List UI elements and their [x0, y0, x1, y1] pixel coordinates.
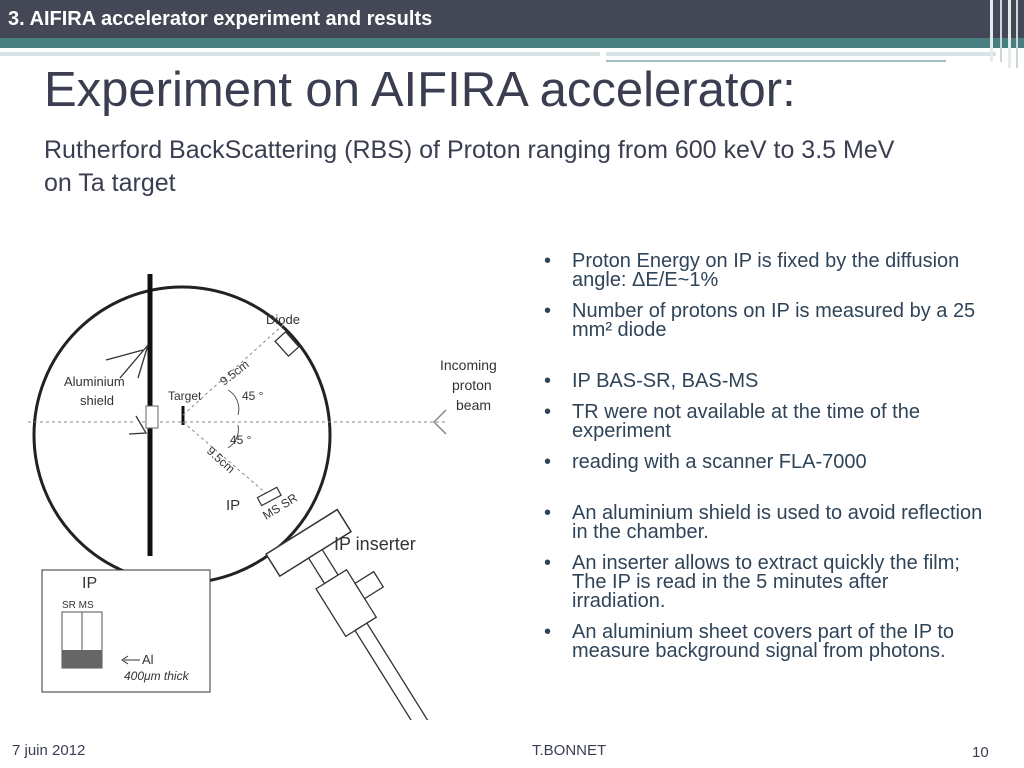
angle-arc-top	[227, 389, 240, 416]
ip-inserter-assembly	[264, 508, 448, 720]
beam-label-line1: Incoming	[440, 357, 497, 373]
bullet-item: An aluminium sheet covers part of the IP…	[544, 622, 984, 661]
angle-arc-bottom	[227, 424, 239, 449]
beam-label-line2: proton	[452, 377, 492, 393]
bullet-item: Proton Energy on IP is fixed by the diff…	[544, 251, 984, 290]
accent-line	[1000, 0, 1002, 62]
ip-label: IP	[226, 497, 240, 514]
bullet-item: Number of protons on IP is measured by a…	[544, 301, 984, 340]
section-title: 3. AIFIRA accelerator experiment and res…	[8, 8, 433, 30]
inset-al-label: Al	[142, 652, 154, 667]
footer-page-number: 10	[972, 744, 989, 761]
slide-subtitle: Rutherford BackScattering (RBS) of Proto…	[44, 136, 895, 197]
distance-bottom-label: 9.5cm	[204, 444, 238, 476]
header-bar	[0, 0, 1024, 38]
slide-title: Experiment on AIFIRA accelerator:	[44, 63, 796, 117]
angle-top-label: 45 °	[242, 389, 264, 403]
shield-label-line1: Aluminium	[64, 374, 125, 389]
shield-label-line2: shield	[80, 393, 114, 408]
shield-pointer-down	[128, 415, 148, 435]
accent-line	[1008, 0, 1011, 68]
beam-label-line3: beam	[456, 397, 491, 413]
footer-date: 7 juin 2012	[12, 742, 86, 759]
accent-line	[606, 52, 996, 56]
header-teal-band	[0, 38, 1024, 48]
shield-pointer-up-stem	[105, 349, 144, 361]
accent-line	[1016, 0, 1018, 68]
diode-path	[182, 324, 284, 416]
inset-ip-label: IP	[82, 575, 97, 592]
angle-bottom-label: 45 °	[230, 433, 252, 447]
ip-inserter-label: IP inserter	[334, 534, 416, 554]
bullet-item: TR were not available at the time of the…	[544, 402, 984, 441]
shield-pointer-up	[119, 344, 149, 379]
bullet-list: Proton Energy on IP is fixed by the diff…	[544, 251, 984, 673]
bullet-item: An inserter allows to extract quickly th…	[544, 553, 984, 611]
diode-box	[274, 330, 300, 358]
shield-opening	[145, 405, 159, 429]
ip-holder	[256, 486, 282, 507]
bullet-item: IP BAS-SR, BAS-MS	[544, 371, 984, 391]
inset-al-sheet	[62, 650, 102, 668]
target-label: Target	[168, 389, 202, 403]
inset-sr-ms-label: SR MS	[62, 600, 94, 611]
beam-arrow	[432, 409, 447, 435]
inserter-rod	[354, 622, 448, 720]
diode-label: Diode	[266, 312, 300, 327]
distance-top-label: 9.5cm	[217, 357, 251, 388]
bullet-item: An aluminium shield is used to avoid ref…	[544, 503, 984, 542]
accent-line	[990, 0, 993, 62]
accent-line	[606, 60, 946, 62]
inserter-knob	[354, 570, 385, 600]
accent-line	[0, 52, 600, 56]
ip-path	[182, 421, 269, 496]
footer-author: T.BONNET	[532, 742, 607, 759]
inset-thickness-label: 400μm thick	[124, 669, 190, 683]
experiment-diagram: Diode 9.5cm 9.5cm 45 ° 45 ° Target Alumi…	[28, 274, 497, 720]
bullet-item: reading with a scanner FLA-7000	[544, 452, 984, 472]
